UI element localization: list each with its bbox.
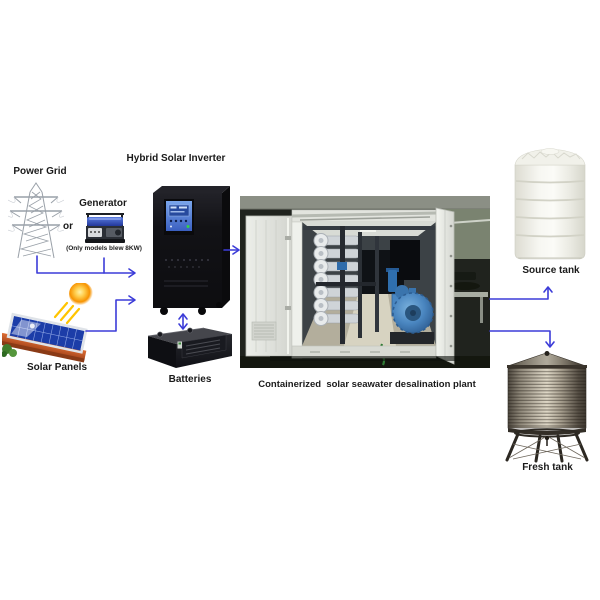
transmission-tower-icon [8,182,64,259]
arrow-container-to-fresh-tank [489,330,551,347]
warehouse-ceiling [240,196,490,209]
sun-rays [53,301,81,325]
arrowhead-right [128,268,136,278]
portable-generator-icon [85,213,125,243]
steel-tank-icon [505,351,589,463]
battery-icon [147,327,232,368]
tank-corrugation [508,368,586,428]
container-caption: Containerized solar seawater desalinatio… [258,379,476,390]
container-left-door [245,215,293,357]
batteries-label: Batteries [168,374,212,385]
containerized-plant-photo [240,196,490,368]
plant [2,344,17,357]
solar-panel-icon [2,283,93,363]
or-label: or [63,221,73,232]
container-right-door [435,207,455,365]
solar-panels-label: Solar Panels [26,362,88,373]
power-grid-label: Power Grid [13,166,67,177]
power-lines [8,196,64,232]
arrowhead-down [545,341,555,348]
generator-label: Generator [79,198,127,209]
inverter-label: Hybrid Solar Inverter [126,153,226,164]
source-tank-label: Source tank [522,265,580,276]
sun-icon [69,283,93,306]
plastic-tank-icon [514,148,586,260]
warehouse-table [444,272,488,323]
container-interior [302,222,436,366]
arrowhead-right [128,295,136,305]
generator-note: (Only models blew 8KW) [66,245,142,252]
tank-ribs [515,180,585,238]
inverter-screen [164,199,194,235]
arrow-container-to-source-tank [489,288,549,300]
fresh-tank-label: Fresh tank [522,462,573,473]
inverter-led-row [165,259,209,261]
arrowhead-up [543,286,553,293]
battery-terminal [187,327,193,334]
pump-motor [390,285,434,344]
inverter-unit-icon [153,186,230,315]
battery-terminal [157,331,163,338]
